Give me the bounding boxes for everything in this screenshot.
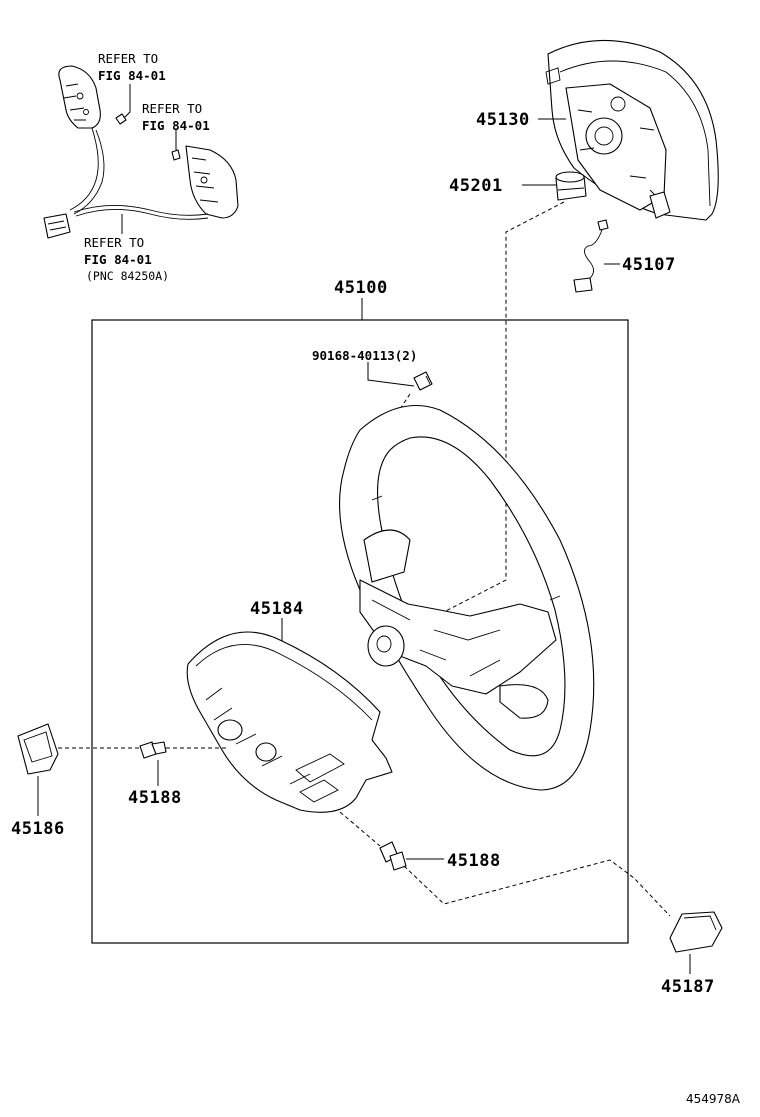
callout-refer-a-line2: FIG 84-01 bbox=[98, 68, 166, 83]
assembly-frame bbox=[91, 319, 629, 944]
side-cover-right bbox=[669, 911, 723, 953]
label-45201: 45201 bbox=[449, 176, 503, 196]
steering-wheel bbox=[339, 404, 595, 791]
diagram-code: 454978A bbox=[686, 1092, 741, 1106]
spacer-part bbox=[555, 171, 587, 201]
wheel-bolt bbox=[413, 371, 433, 391]
label-45100: 45100 bbox=[334, 278, 388, 298]
label-45186: 45186 bbox=[11, 819, 65, 839]
callout-refer-c-line2: FIG 84-01 bbox=[84, 252, 152, 267]
steering-switch-harness bbox=[43, 65, 239, 239]
lower-cover bbox=[186, 631, 393, 813]
spiral-harness bbox=[573, 219, 609, 293]
callout-refer-b-line2: FIG 84-01 bbox=[142, 118, 210, 133]
label-45188-left: 45188 bbox=[128, 788, 182, 808]
side-cover-left bbox=[17, 723, 59, 775]
callout-refer-a-line1: REFER TO bbox=[98, 51, 158, 66]
callout-refer-c-line1: REFER TO bbox=[84, 235, 144, 250]
label-90168-40113: 90168-40113(2) bbox=[312, 348, 417, 363]
airbag-module bbox=[545, 39, 719, 221]
label-45107: 45107 bbox=[622, 255, 676, 275]
screw-right bbox=[379, 841, 407, 871]
label-45184: 45184 bbox=[250, 599, 304, 619]
label-45130: 45130 bbox=[476, 110, 530, 130]
screw-left bbox=[139, 741, 167, 759]
label-45187: 45187 bbox=[661, 977, 715, 997]
label-45188-right: 45188 bbox=[447, 851, 501, 871]
callout-refer-b-line1: REFER TO bbox=[142, 101, 202, 116]
callout-refer-c-line3: (PNC 84250A) bbox=[86, 269, 169, 283]
